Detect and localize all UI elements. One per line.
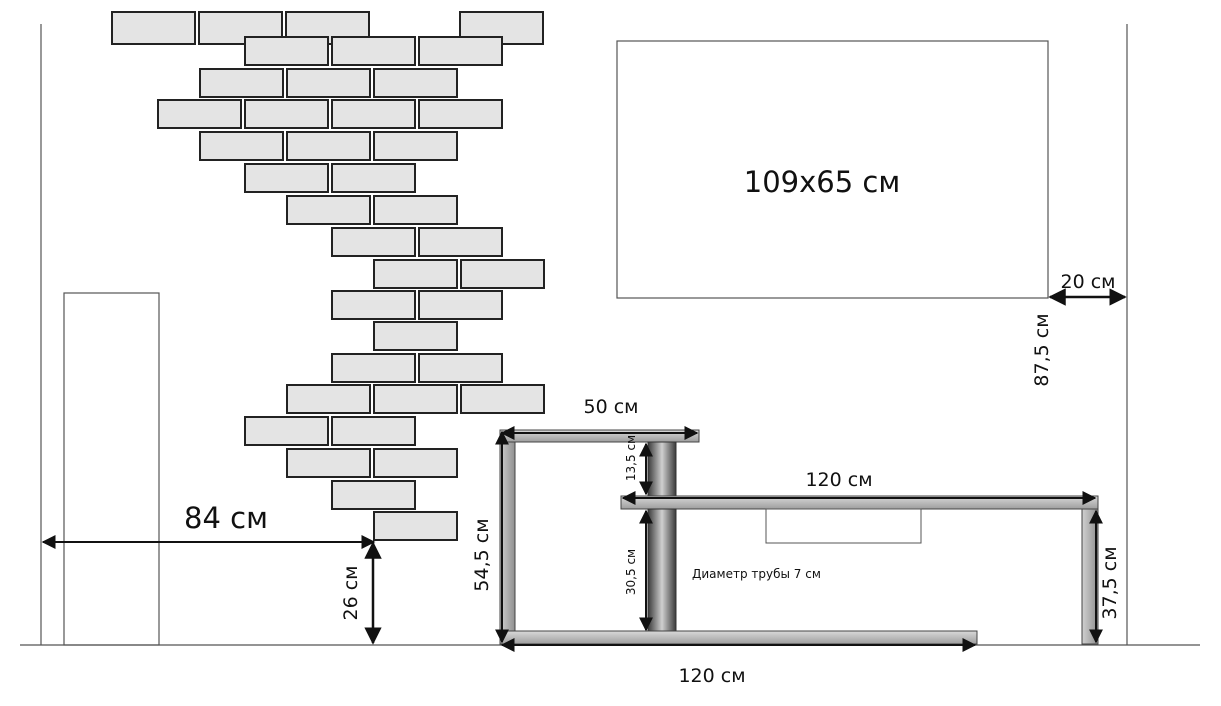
brick [286, 68, 371, 98]
unit-height-label: 54,5 см [471, 518, 493, 591]
brick [111, 11, 196, 45]
brick [244, 163, 329, 193]
brick [331, 353, 416, 383]
pipe-upper [647, 441, 677, 497]
brick [418, 290, 503, 320]
tv-stand [499, 429, 1099, 645]
drawer-outline [765, 508, 922, 544]
pipe-lower-gap-label: 30,5 см [624, 549, 638, 595]
top-shelf-width-label: 50 см [584, 396, 639, 418]
brick [373, 384, 458, 414]
brick-wall [111, 11, 545, 541]
right-leg-height-label: 37,5 см [1099, 546, 1121, 619]
brick [373, 448, 458, 478]
door-outline [63, 292, 160, 646]
brick [286, 131, 371, 161]
brick [418, 36, 503, 66]
brick [157, 99, 242, 129]
brick-bottom-height-label: 26 см [340, 566, 362, 621]
brick [418, 227, 503, 257]
pipe-lower [647, 508, 677, 633]
brick [460, 384, 545, 414]
brick [373, 511, 458, 541]
brick [286, 384, 371, 414]
brick [286, 195, 371, 225]
bottom-width-label: 120 см [678, 665, 745, 687]
brick [199, 68, 284, 98]
brick [373, 68, 458, 98]
tv-size-label: 109x65 см [744, 165, 900, 199]
brick [331, 36, 416, 66]
brick [460, 259, 545, 289]
brick [373, 321, 458, 351]
pipe-diameter-note: Диаметр трубы 7 см [692, 567, 821, 581]
brick [373, 259, 458, 289]
brick [244, 416, 329, 446]
brick [331, 163, 416, 193]
brick [373, 131, 458, 161]
brick [244, 36, 329, 66]
tv-side-gap-label: 20 см [1061, 271, 1116, 293]
brick [373, 195, 458, 225]
brick [418, 353, 503, 383]
bottom-shelf [499, 630, 978, 645]
tv-outline [616, 40, 1049, 299]
brick [199, 131, 284, 161]
top-shelf [499, 429, 700, 443]
brick [331, 227, 416, 257]
brick [331, 99, 416, 129]
tv-height-label: 87,5 см [1031, 313, 1053, 386]
brick [286, 448, 371, 478]
brick [331, 416, 416, 446]
brick [331, 290, 416, 320]
brick [244, 99, 329, 129]
middle-shelf-width-label: 120 см [805, 469, 872, 491]
brick [331, 480, 416, 510]
brick [418, 99, 503, 129]
brick-left-offset-label: 84 см [184, 501, 268, 535]
pipe-top-gap-label: 13,5 см [624, 435, 638, 481]
